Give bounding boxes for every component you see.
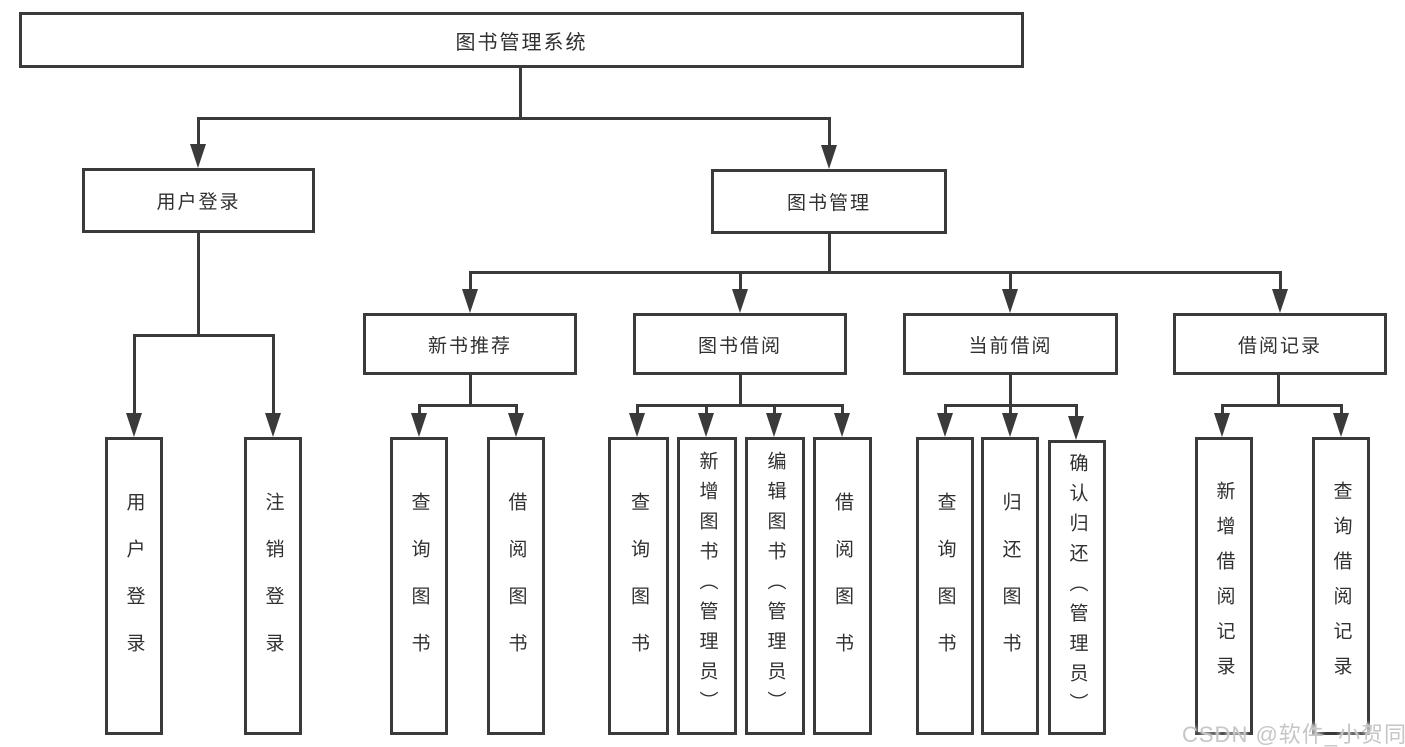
connector-line	[1009, 404, 1012, 417]
connector-line	[469, 271, 1282, 274]
leaf-current-query-book: 查询图书	[916, 437, 974, 735]
connector-arrowhead	[508, 413, 524, 437]
connector-line	[828, 117, 831, 147]
leaf-user-login: 用户登录	[105, 437, 163, 735]
leaf-borrow-add-book-admin-label: 新增图书（管理员）	[696, 451, 718, 721]
node-book-borrow: 图书借阅	[633, 313, 847, 375]
connector-arrowhead	[1214, 413, 1230, 437]
connector-line	[418, 404, 421, 417]
connector-line	[133, 334, 275, 337]
connector-arrowhead	[411, 413, 427, 437]
connector-line	[1009, 271, 1012, 293]
connector-line	[1340, 404, 1343, 417]
connector-line	[828, 233, 831, 274]
connector-arrowhead	[766, 413, 782, 437]
leaf-records-add-record-label: 新增借阅记录	[1213, 481, 1235, 691]
connector-arrowhead	[1333, 413, 1349, 437]
leaf-current-confirm-return-admin-label: 确认归还（管理员）	[1066, 452, 1088, 723]
connector-arrowhead	[1068, 416, 1084, 440]
connector-line	[773, 404, 776, 417]
leaf-newrec-query-book-label: 查询图书	[408, 492, 430, 680]
connector-arrowhead	[462, 289, 478, 313]
connector-line	[739, 271, 742, 293]
leaf-current-return-book-label: 归还图书	[999, 492, 1021, 680]
connector-line	[519, 66, 522, 119]
connector-arrowhead	[1272, 289, 1288, 313]
leaf-newrec-query-book: 查询图书	[390, 437, 448, 735]
leaf-newrec-borrow-book-label: 借阅图书	[505, 492, 527, 680]
connector-line	[636, 404, 844, 407]
connector-line	[197, 117, 831, 120]
connector-arrowhead	[821, 145, 837, 169]
leaf-records-add-record: 新增借阅记录	[1195, 437, 1253, 735]
leaf-borrow-query-book-label: 查询图书	[628, 492, 649, 680]
node-book-management: 图书管理	[711, 169, 947, 234]
connector-line	[739, 373, 742, 407]
connector-line	[1279, 271, 1282, 293]
leaf-user-logout-label: 注销登录	[262, 492, 284, 680]
leaf-records-query-record: 查询借阅记录	[1312, 437, 1370, 735]
connector-line	[1075, 404, 1078, 420]
leaf-user-login-label: 用户登录	[123, 492, 145, 680]
connector-line	[1277, 373, 1280, 407]
connector-arrowhead	[190, 144, 206, 168]
leaf-borrow-edit-book-admin-label: 编辑图书（管理员）	[764, 451, 786, 721]
node-user-login: 用户登录	[82, 168, 315, 233]
leaf-borrow-borrow-book: 借阅图书	[813, 437, 872, 735]
connector-line	[418, 404, 518, 407]
connector-line	[469, 271, 472, 293]
connector-line	[1009, 373, 1012, 407]
connector-arrowhead	[732, 289, 748, 313]
connector-arrowhead	[126, 413, 142, 437]
connector-line	[272, 334, 275, 417]
leaf-borrow-add-book-admin: 新增图书（管理员）	[677, 437, 737, 735]
connector-arrowhead	[629, 413, 645, 437]
leaf-current-query-book-label: 查询图书	[934, 492, 956, 680]
leaf-records-query-record-label: 查询借阅记录	[1330, 481, 1352, 691]
node-new-book-recommend: 新书推荐	[363, 313, 577, 375]
node-current-borrow: 当前借阅	[903, 313, 1118, 375]
leaf-borrow-edit-book-admin: 编辑图书（管理员）	[745, 437, 805, 735]
leaf-newrec-borrow-book: 借阅图书	[487, 437, 545, 735]
connector-arrowhead	[834, 413, 850, 437]
connector-line	[636, 404, 639, 417]
node-borrow-records: 借阅记录	[1173, 313, 1387, 375]
connector-line	[197, 233, 200, 337]
leaf-current-confirm-return-admin: 确认归还（管理员）	[1048, 440, 1106, 735]
connector-arrowhead	[265, 413, 281, 437]
connector-arrowhead	[698, 413, 714, 437]
connector-line	[197, 117, 200, 146]
connector-line	[469, 373, 472, 407]
connector-line	[515, 404, 518, 417]
connector-arrowhead	[1002, 289, 1018, 313]
node-library-system: 图书管理系统	[19, 12, 1024, 68]
leaf-user-logout: 注销登录	[244, 437, 302, 735]
connector-line	[944, 404, 947, 417]
leaf-current-return-book: 归还图书	[981, 437, 1039, 735]
watermark: CSDN @软件_小贺同学	[1182, 722, 1405, 747]
connector-arrowhead	[1002, 413, 1018, 437]
leaf-borrow-query-book: 查询图书	[608, 437, 669, 735]
connector-line	[841, 404, 844, 417]
leaf-borrow-borrow-book-label: 借阅图书	[832, 492, 853, 680]
connector-arrowhead	[937, 413, 953, 437]
connector-line	[1221, 404, 1343, 407]
connector-line	[1221, 404, 1224, 417]
connector-line	[705, 404, 708, 417]
connector-line	[133, 334, 136, 417]
